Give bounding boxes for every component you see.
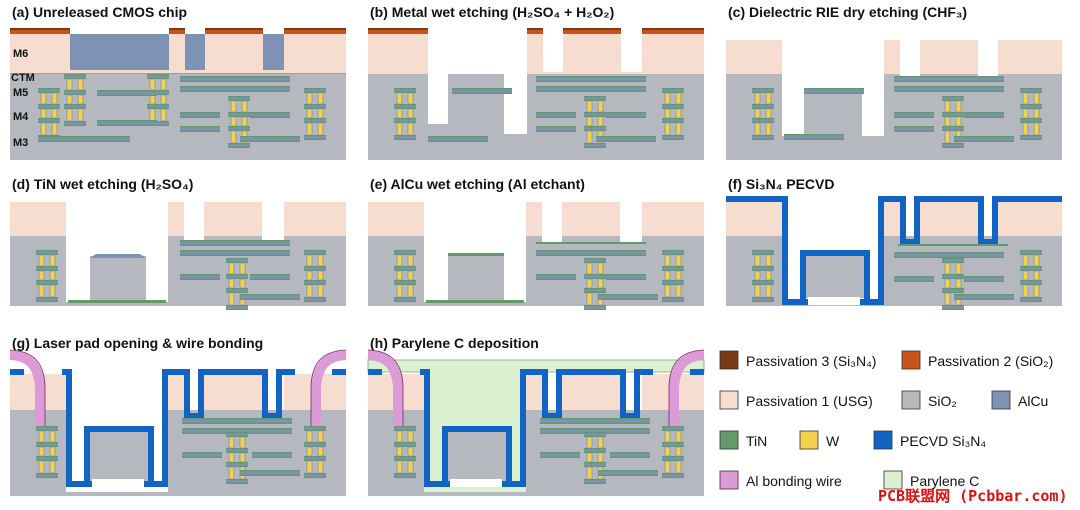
panel-g: (g) Laser pad opening & wire bonding	[9, 335, 347, 496]
panel-d-title: (d) TiN wet etching (H₂SO₄)	[12, 176, 193, 192]
panel-c-title: (c) Dielectric RIE dry etching (CHF₃)	[728, 4, 967, 20]
panel-f: (f) Si₃N₄ PECVD	[726, 176, 1062, 311]
legend-item-parylene-c: Parylene C	[883, 470, 979, 490]
legend-item-bonding-wire: Al bonding wire	[719, 470, 842, 490]
legend-label: Al bonding wire	[746, 473, 842, 489]
panel-a-title: (a) Unreleased CMOS chip	[12, 4, 187, 20]
panel-a: (a) Unreleased CMOS chip M6 CTM M5 M4 M3	[10, 4, 346, 160]
legend-label: SiO₂	[928, 393, 957, 409]
panel-h-title: (h) Parylene C deposition	[370, 335, 539, 351]
legend: Passivation 3 (Si₃N₄) Passivation 2 (SiO…	[719, 350, 1053, 490]
panel-c: (c) Dielectric RIE dry etching (CHF₃)	[726, 4, 1062, 160]
legend-label: Passivation 3 (Si₃N₄)	[746, 353, 876, 369]
legend-item-w: W	[799, 430, 840, 450]
legend-item-passivation-2: Passivation 2 (SiO₂)	[901, 350, 1053, 370]
legend-item-passivation-3: Passivation 3 (Si₃N₄)	[719, 350, 876, 370]
panel-d: (d) TiN wet etching (H₂SO₄)	[10, 176, 346, 311]
panel-h: (h) Parylene C deposition	[367, 335, 705, 496]
panel-e-title: (e) AlCu wet etching (Al etchant)	[370, 176, 585, 192]
layer-label-m5: M5	[13, 87, 28, 99]
legend-label: Parylene C	[910, 473, 979, 489]
panel-f-title: (f) Si₃N₄ PECVD	[728, 176, 834, 192]
legend-label: W	[826, 433, 840, 449]
layer-label-m6: M6	[13, 48, 28, 60]
watermark: PCB联盟网 (Pcbbar.com)	[878, 487, 1068, 505]
legend-label: TiN	[746, 433, 767, 449]
layer-labels: M6 CTM M5 M4 M3	[11, 48, 35, 149]
layer-label-ctm: CTM	[11, 72, 35, 84]
panel-e: (e) AlCu wet etching (Al etchant)	[368, 176, 704, 311]
bonding-wire	[9, 350, 347, 426]
panel-b: (b) Metal wet etching (H₂SO₄ + H₂O₂)	[368, 4, 704, 160]
legend-item-pecvd-si3n4: PECVD Si₃N₄	[873, 430, 986, 450]
legend-label: PECVD Si₃N₄	[900, 433, 986, 449]
legend-label: Passivation 1 (USG)	[746, 393, 873, 409]
panel-g-title: (g) Laser pad opening & wire bonding	[12, 335, 263, 351]
layer-label-m3: M3	[13, 137, 28, 149]
legend-item-passivation-1: Passivation 1 (USG)	[719, 390, 873, 410]
legend-label: Passivation 2 (SiO₂)	[928, 353, 1053, 369]
legend-label: AlCu	[1018, 393, 1048, 409]
legend-item-alcu: AlCu	[991, 390, 1048, 410]
legend-item-sio2: SiO₂	[901, 390, 957, 410]
panel-b-title: (b) Metal wet etching (H₂SO₄ + H₂O₂)	[370, 4, 614, 20]
legend-item-tin: TiN	[719, 430, 767, 450]
layer-label-m4: M4	[13, 111, 29, 123]
